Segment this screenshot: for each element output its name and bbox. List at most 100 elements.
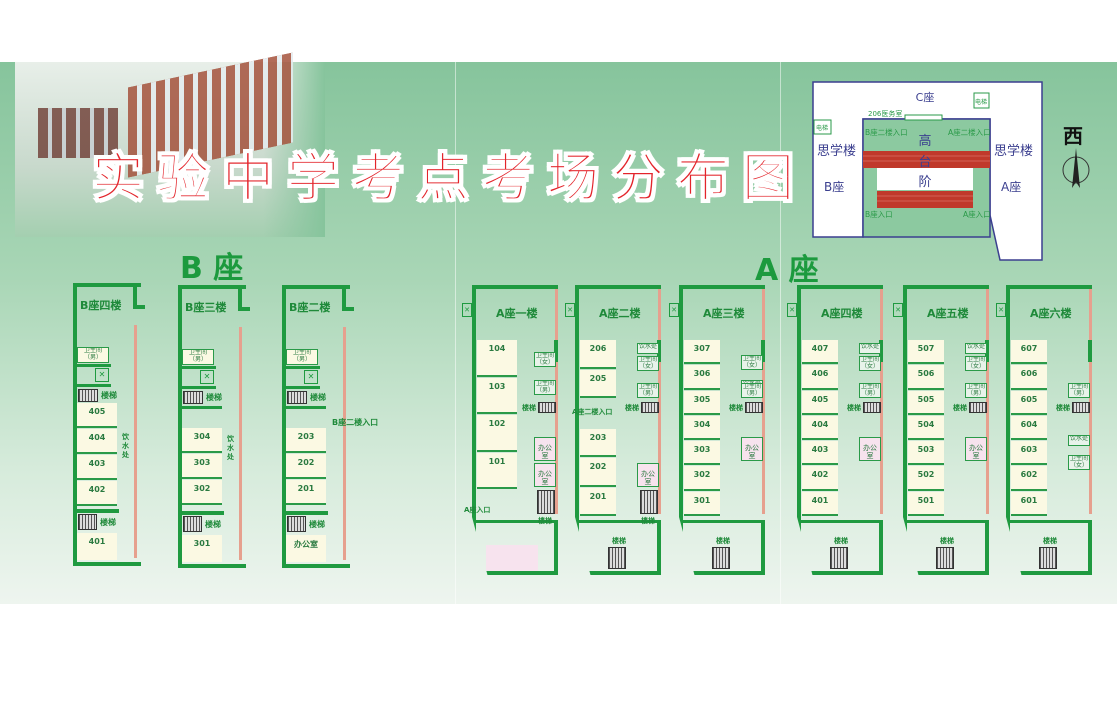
exam-room: 403: [77, 455, 117, 480]
restroom: 卫生间（男）: [859, 383, 881, 398]
wall: [985, 340, 989, 362]
exam-room: 403: [802, 441, 838, 466]
exam-room: 306: [684, 365, 720, 390]
exam-room: 605: [1011, 390, 1047, 415]
corridor-wall: [134, 325, 137, 558]
exam-room: 103: [477, 377, 517, 414]
stairs-label: 楼梯: [716, 537, 730, 545]
restroom: 卫生间（女）: [965, 356, 987, 371]
corridor-wall: [343, 327, 346, 560]
wall: [554, 340, 558, 362]
stairs-icon: [537, 490, 555, 514]
wall: [579, 520, 661, 523]
floor-title: B座二楼: [289, 301, 331, 314]
exam-room: 502: [908, 466, 944, 491]
restroom: 卫生间（女）: [637, 356, 659, 371]
restroom: 卫生间（男）: [965, 383, 987, 398]
right-block-label: A座: [1001, 179, 1021, 194]
exam-room: 303: [684, 441, 720, 466]
elevator-right-box: [973, 92, 990, 109]
exam-room: 201: [580, 487, 616, 516]
wall: [77, 384, 111, 387]
restroom: 卫生间（男）: [637, 383, 659, 398]
stage-platform: [877, 168, 973, 190]
floor-title: A座六楼: [1030, 307, 1072, 320]
exam-room: 206: [580, 340, 616, 369]
medical-room-box: [904, 114, 943, 121]
school-photo-building: [38, 108, 118, 158]
wall: [77, 509, 119, 513]
wall: [182, 511, 224, 515]
exam-room: 506: [908, 365, 944, 390]
elevator-icon: ✕: [565, 303, 575, 317]
office-room: 办公室: [534, 463, 556, 487]
stairs-icon: [863, 402, 881, 413]
wall: [907, 520, 989, 523]
restroom: 卫生间（男）: [1068, 383, 1090, 398]
exam-room: 405: [77, 403, 117, 428]
exam-room: 501: [908, 491, 944, 516]
stairs-label: 楼梯: [309, 520, 325, 529]
stairs-label: 楼梯: [206, 393, 222, 402]
exam-room: 607: [1011, 340, 1047, 365]
stairs-icon: [183, 391, 203, 404]
wall: [476, 520, 558, 523]
right-building-label: 思学楼: [994, 143, 1033, 159]
wall: [342, 307, 354, 311]
wall: [879, 520, 883, 575]
stairs-label: 楼梯: [834, 537, 848, 545]
poster-title: 实验中学考点考场分布图: [91, 149, 808, 210]
stage-stairs-lower: [877, 191, 973, 208]
medical-room-label: 206医务室: [868, 109, 902, 118]
a-floor2-entrance-label: A座二楼入口: [948, 127, 991, 137]
c-block-label: C座: [916, 90, 935, 104]
exam-room: 601: [1011, 491, 1047, 516]
exam-room: 404: [77, 429, 117, 454]
floor-plan-A座三楼: [679, 285, 765, 575]
restroom: 卫生间（女）: [741, 355, 763, 370]
exam-room: 304: [182, 428, 222, 453]
stage-label-3: 阶: [918, 175, 931, 190]
exam-room: 401: [77, 533, 117, 560]
corridor-wall: [986, 289, 989, 514]
exam-room: 405: [802, 390, 838, 415]
office-room: 办公室: [637, 463, 659, 487]
exam-room: 603: [1011, 441, 1047, 466]
exam-room: 602: [1011, 466, 1047, 491]
wall: [286, 366, 320, 369]
wall: [554, 520, 558, 575]
compass-icon: [1062, 148, 1090, 188]
stairs-label: 楼梯: [100, 518, 116, 527]
stairs-icon: [936, 547, 954, 569]
restroom: 卫生间（男）: [741, 383, 763, 398]
exam-room: 606: [1011, 365, 1047, 390]
floor-plan-B座四楼: [73, 283, 141, 566]
a-entrance-label: A座入口: [963, 209, 991, 219]
wall: [761, 520, 765, 575]
elevator-icon: ✕: [996, 303, 1006, 317]
exam-room: 办公室: [286, 535, 326, 562]
floor-title: A座五楼: [927, 307, 969, 320]
water-station-label: 饮水处: [227, 435, 234, 461]
floor-plan-B座二楼: [282, 285, 350, 568]
a-block-heading: A 座: [755, 253, 819, 288]
wall: [182, 386, 216, 389]
stairs-icon: [1072, 402, 1090, 413]
elevator-icon: ✕: [200, 370, 214, 384]
corridor-wall: [880, 289, 883, 514]
wall: [286, 511, 328, 515]
wall: [182, 366, 216, 369]
exam-room: 407: [802, 340, 838, 365]
wall: [1010, 520, 1092, 523]
corridor-wall: [555, 289, 558, 514]
restroom: 卫生间（女）: [534, 352, 556, 367]
exam-room: 202: [286, 454, 326, 479]
wall: [801, 520, 883, 523]
floor-plan-A座六楼: [1006, 285, 1092, 575]
entrance-label: A座入口: [464, 506, 491, 514]
exam-room: 404: [802, 415, 838, 441]
stairs-label: 楼梯: [205, 520, 221, 529]
exam-room: 305: [684, 390, 720, 415]
left-building-label: 思学楼: [817, 143, 856, 159]
exam-room: 402: [802, 466, 838, 491]
